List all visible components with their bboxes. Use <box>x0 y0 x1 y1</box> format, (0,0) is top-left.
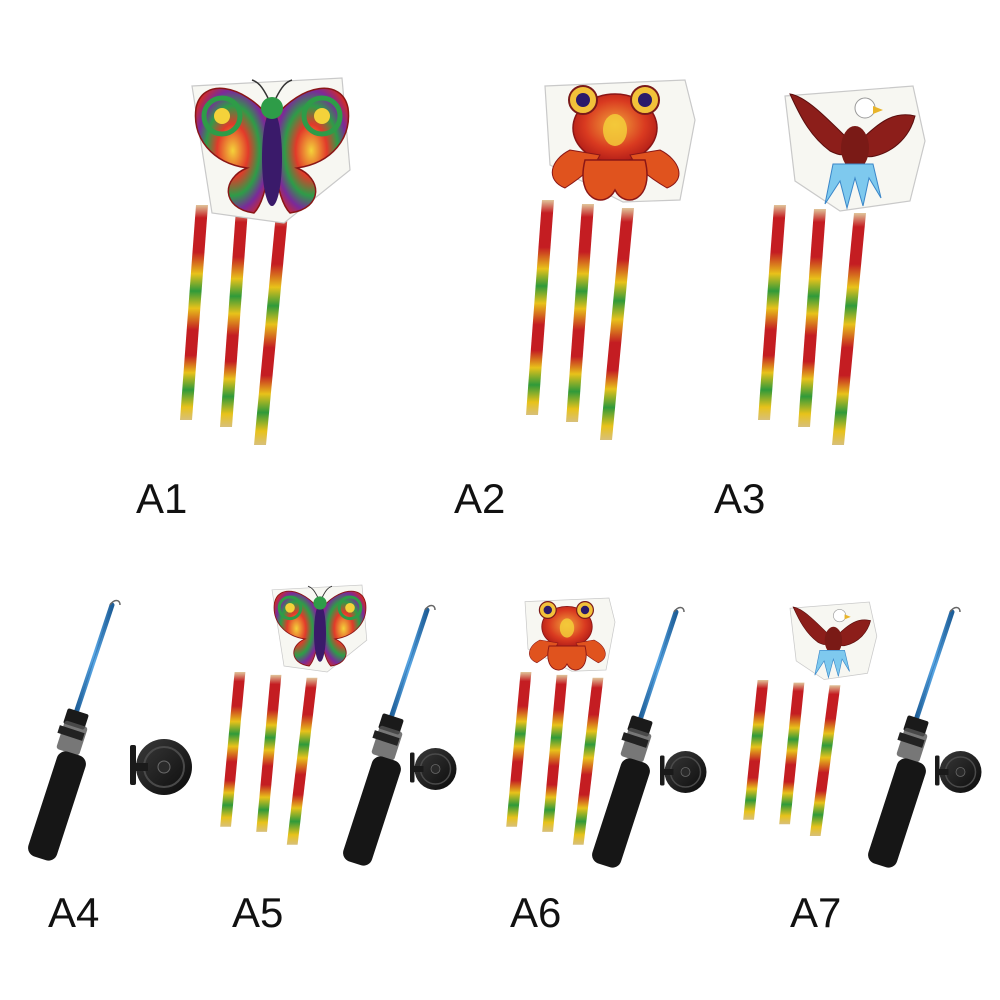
label-a4: A4 <box>48 889 100 936</box>
tail-ribbons <box>526 200 634 440</box>
eagle-kite-icon <box>789 601 878 680</box>
kite-reel-icon <box>659 750 708 794</box>
tail-ribbons <box>180 205 288 445</box>
label-a3: A3 <box>714 475 766 522</box>
goldfish-kite-icon <box>524 597 616 672</box>
label-a5: A5 <box>232 889 284 936</box>
fishing-rod-icon <box>26 601 120 863</box>
goldfish-kite-icon <box>544 79 696 203</box>
product-a4-rod-and-reel <box>26 601 193 863</box>
product-a6-goldfish-kit <box>506 597 708 870</box>
butterfly-kite-icon <box>270 583 369 674</box>
product-a7-eagle-kit <box>743 601 983 870</box>
kite-reel-icon <box>934 750 983 794</box>
tail-ribbons <box>220 672 318 845</box>
product-a1-butterfly-kite <box>180 78 350 445</box>
label-a1: A1 <box>136 475 188 522</box>
eagle-kite-icon <box>784 85 926 212</box>
kite-reel-icon <box>129 738 193 796</box>
tail-ribbons <box>758 205 866 445</box>
butterfly-kite-icon <box>192 78 350 223</box>
product-a5-butterfly-kit <box>220 583 458 868</box>
fishing-rod-icon <box>866 608 960 870</box>
tail-ribbons <box>506 672 604 845</box>
kite-reel-icon <box>409 747 458 791</box>
product-a2-goldfish-kite <box>526 79 696 440</box>
label-a6: A6 <box>510 889 562 936</box>
tail-ribbons <box>743 680 841 836</box>
product-a3-eagle-kite <box>758 85 926 445</box>
label-a7: A7 <box>790 889 842 936</box>
label-a2: A2 <box>454 475 506 522</box>
